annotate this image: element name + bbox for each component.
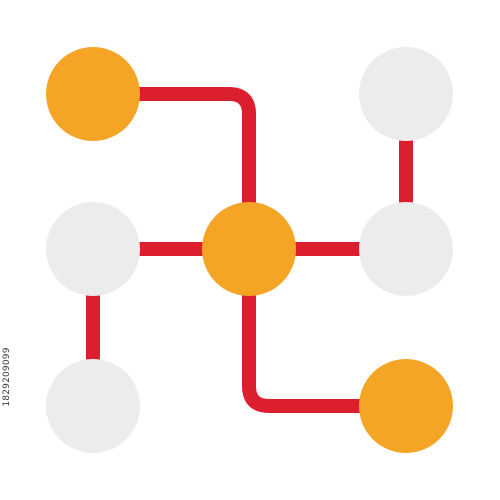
node-mid-left (46, 202, 140, 296)
node-bottom-left (46, 359, 140, 453)
nodes (46, 47, 453, 453)
connector-center-to-bottom-right (242, 249, 406, 413)
node-center (202, 202, 296, 296)
node-top-right (359, 47, 453, 141)
node-top-left (46, 47, 140, 141)
node-mid-right (359, 202, 453, 296)
connector-top-left-to-center (93, 87, 256, 249)
node-bottom-right (359, 359, 453, 453)
side-id-text: 1829209099 (2, 347, 12, 407)
